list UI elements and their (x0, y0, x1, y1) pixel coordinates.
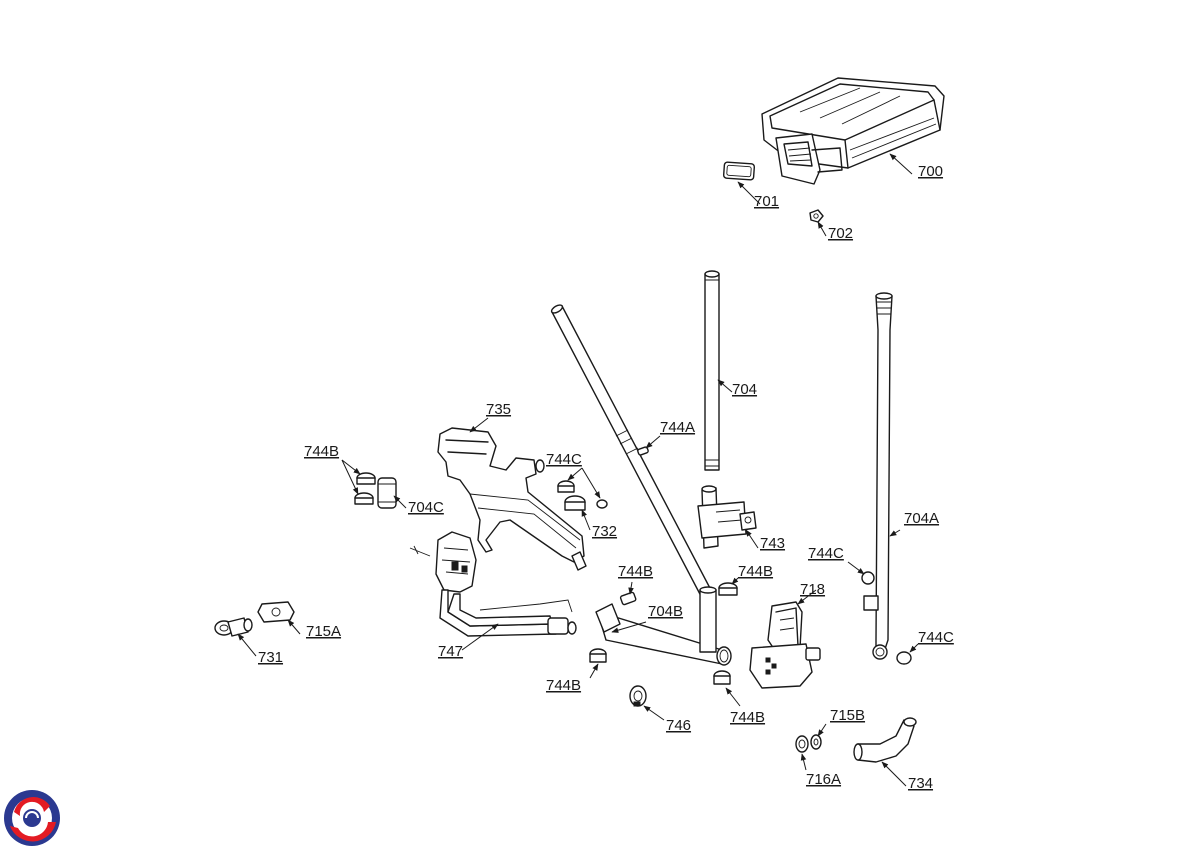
label-701: 701 (754, 193, 779, 210)
part-743-valve (697, 485, 757, 549)
part-744C-clamp-right-2 (896, 651, 912, 665)
part-704A-tube (863, 292, 893, 660)
label-746: 746 (666, 717, 691, 734)
part-744B-clamp-mid-2 (718, 582, 738, 596)
label-704B: 704B (648, 603, 683, 620)
part-732-connector (564, 495, 608, 511)
label-704A: 704A (904, 510, 939, 527)
label-732: 732 (592, 523, 617, 540)
part-702-clip (809, 209, 824, 223)
part-704-tube (704, 270, 720, 471)
part-715B-ring (810, 734, 822, 750)
label-744B-low-2: 744B (730, 709, 765, 726)
part-744C-clamp-right-1 (861, 571, 875, 585)
part-734-elbow (853, 717, 917, 763)
part-744B-clamp-mid-1 (619, 591, 637, 606)
part-744C-clamp-mid (557, 480, 575, 493)
label-734: 734 (908, 775, 933, 792)
label-715B: 715B (830, 707, 865, 724)
part-704C-hose (377, 477, 397, 509)
label-704C: 704C (408, 499, 444, 516)
label-744B-left: 744B (304, 443, 339, 460)
label-700: 700 (918, 163, 943, 180)
label-744C-mid: 744C (546, 451, 582, 468)
label-715A: 715A (306, 623, 341, 640)
part-744B-clamp-low-2 (713, 670, 731, 685)
part-704B-tube (595, 586, 732, 666)
label-743: 743 (760, 535, 785, 552)
part-744B-clamp-left-1 (356, 472, 376, 485)
part-744B-clamp-low-1 (589, 648, 607, 663)
part-731-elbow (214, 617, 253, 637)
label-744B-low-1: 744B (546, 677, 581, 694)
part-700-tray (761, 77, 945, 185)
part-744B-clamp-left-2 (354, 492, 374, 505)
part-744A-clip (637, 446, 649, 456)
label-716A: 716A (806, 771, 841, 788)
part-715A-gasket (257, 601, 295, 623)
label-747: 747 (438, 643, 463, 660)
leader-lines (237, 153, 919, 787)
label-718: 718 (800, 581, 825, 598)
label-744B-mid-1: 744B (618, 563, 653, 580)
part-716A-ring (795, 735, 809, 753)
label-744C-right-1: 744C (808, 545, 844, 562)
label-744C-right-2: 744C (918, 629, 954, 646)
label-731: 731 (258, 649, 283, 666)
label-744A: 744A (660, 419, 695, 436)
label-704: 704 (732, 381, 757, 398)
brand-logo-icon (4, 790, 60, 846)
part-735-manifold (437, 427, 587, 571)
label-744B-mid-2: 744B (738, 563, 773, 580)
part-746-fitting (629, 685, 647, 707)
part-718-solenoid (749, 601, 821, 689)
callout-labels: 700 701 702 704 704A 704B 704C 715A 715B… (258, 163, 954, 792)
label-735: 735 (486, 401, 511, 418)
label-702: 702 (828, 225, 853, 242)
part-701-pad (722, 161, 756, 181)
